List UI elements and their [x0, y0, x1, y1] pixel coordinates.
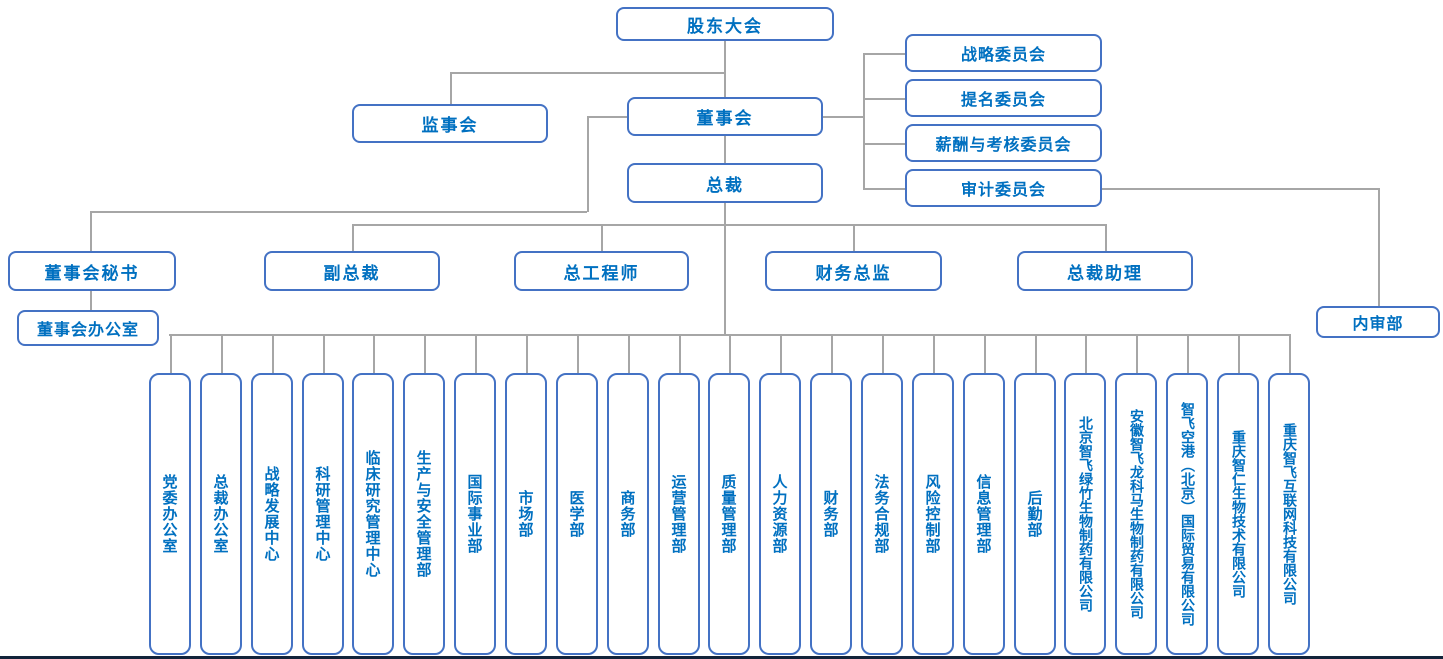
connector-line [1187, 334, 1189, 373]
connector-line [1105, 224, 1107, 251]
org-node-international-business-dept: 国际事业部 [454, 373, 496, 655]
connector-line [863, 98, 905, 100]
connector-line [1238, 334, 1240, 373]
org-node-shareholders-meeting: 股东大会 [616, 7, 834, 41]
connector-line [90, 211, 92, 251]
org-node-subsidiary-zhifei-konggang: 智飞空港（北京）国际贸易有限公司 [1166, 373, 1208, 655]
connector-line [823, 116, 863, 118]
connector-line [475, 334, 477, 373]
connector-line [724, 136, 726, 163]
connector-line [724, 203, 726, 334]
org-node-production-safety-management-dept: 生产与安全管理部 [403, 373, 445, 655]
connector-line [853, 224, 855, 251]
connector-line [863, 143, 905, 145]
connector-line [780, 334, 782, 373]
org-node-risk-control-dept: 风险控制部 [912, 373, 954, 655]
org-node-nomination-committee: 提名委员会 [905, 79, 1102, 117]
org-node-human-resources-dept: 人力资源部 [759, 373, 801, 655]
connector-line [863, 188, 905, 190]
org-node-chief-engineer: 总工程师 [514, 251, 689, 291]
connector-line [221, 334, 223, 373]
org-node-subsidiary-chongqing-zhiren: 重庆智仁生物技术有限公司 [1217, 373, 1259, 655]
connector-line [587, 116, 589, 212]
connector-line [526, 334, 528, 373]
org-node-finance-dept: 财务部 [810, 373, 852, 655]
connector-line [882, 334, 884, 373]
connector-line [352, 224, 1105, 226]
org-node-quality-management-dept: 质量管理部 [708, 373, 750, 655]
connector-line [424, 334, 426, 373]
org-node-medical-dept: 医学部 [556, 373, 598, 655]
org-node-operations-management-dept: 运营管理部 [658, 373, 700, 655]
org-node-president-office: 总裁办公室 [200, 373, 242, 655]
org-node-marketing-dept: 市场部 [505, 373, 547, 655]
org-node-information-management-dept: 信息管理部 [963, 373, 1005, 655]
connector-line [450, 72, 452, 104]
org-node-president: 总裁 [627, 163, 823, 203]
connector-line [724, 41, 726, 97]
connector-line [1289, 334, 1291, 373]
org-node-president-assistant: 总裁助理 [1017, 251, 1193, 291]
connector-line [450, 72, 725, 74]
org-node-subsidiary-anhui-longcom: 安徽智飞龙科马生物制药有限公司 [1115, 373, 1157, 655]
org-node-vice-president: 副总裁 [264, 251, 440, 291]
connector-line [729, 334, 731, 373]
connector-line [984, 334, 986, 373]
org-node-legal-compliance-dept: 法务合规部 [861, 373, 903, 655]
bottom-edge-bar [0, 656, 1443, 659]
connector-line [831, 334, 833, 373]
connector-line [170, 334, 172, 373]
connector-line [601, 224, 603, 251]
connector-line [90, 211, 587, 213]
connector-line [628, 334, 630, 373]
connector-line [863, 53, 865, 189]
connector-line [1136, 334, 1138, 373]
connector-line [1035, 334, 1037, 373]
org-node-board-office: 董事会办公室 [17, 310, 159, 346]
connector-line [272, 334, 274, 373]
connector-line [679, 334, 681, 373]
connector-line [373, 334, 375, 373]
org-node-internal-audit-dept: 内审部 [1316, 306, 1440, 338]
org-node-audit-committee: 审计委员会 [905, 169, 1102, 207]
org-node-party-committee-office: 党委办公室 [149, 373, 191, 655]
connector-line [863, 53, 905, 55]
connector-line [1085, 334, 1087, 373]
org-node-subsidiary-beijing-lvzhu: 北京智飞绿竹生物制药有限公司 [1064, 373, 1106, 655]
connector-line [1378, 188, 1380, 306]
org-node-clinical-research-management-center: 临床研究管理中心 [352, 373, 394, 655]
org-node-subsidiary-chongqing-zhifei-internet: 重庆智飞互联网科技有限公司 [1268, 373, 1310, 655]
connector-line [90, 291, 92, 310]
org-node-board-secretary: 董事会秘书 [8, 251, 176, 291]
org-node-strategy-committee: 战略委员会 [905, 34, 1102, 72]
connector-line [933, 334, 935, 373]
connector-line [1102, 188, 1378, 190]
org-node-commerce-dept: 商务部 [607, 373, 649, 655]
connector-line [323, 334, 325, 373]
org-node-cfo: 财务总监 [765, 251, 942, 291]
org-node-logistics-dept: 后勤部 [1014, 373, 1056, 655]
org-node-board-of-directors: 董事会 [627, 97, 823, 136]
org-node-research-management-center: 科研管理中心 [302, 373, 344, 655]
connector-line [577, 334, 579, 373]
org-node-remuneration-appraisal-committee: 薪酬与考核委员会 [905, 124, 1102, 162]
connector-line [352, 224, 354, 251]
connector-line [587, 116, 627, 118]
org-node-supervisory-board: 监事会 [352, 104, 548, 143]
org-node-strategic-development-center: 战略发展中心 [251, 373, 293, 655]
